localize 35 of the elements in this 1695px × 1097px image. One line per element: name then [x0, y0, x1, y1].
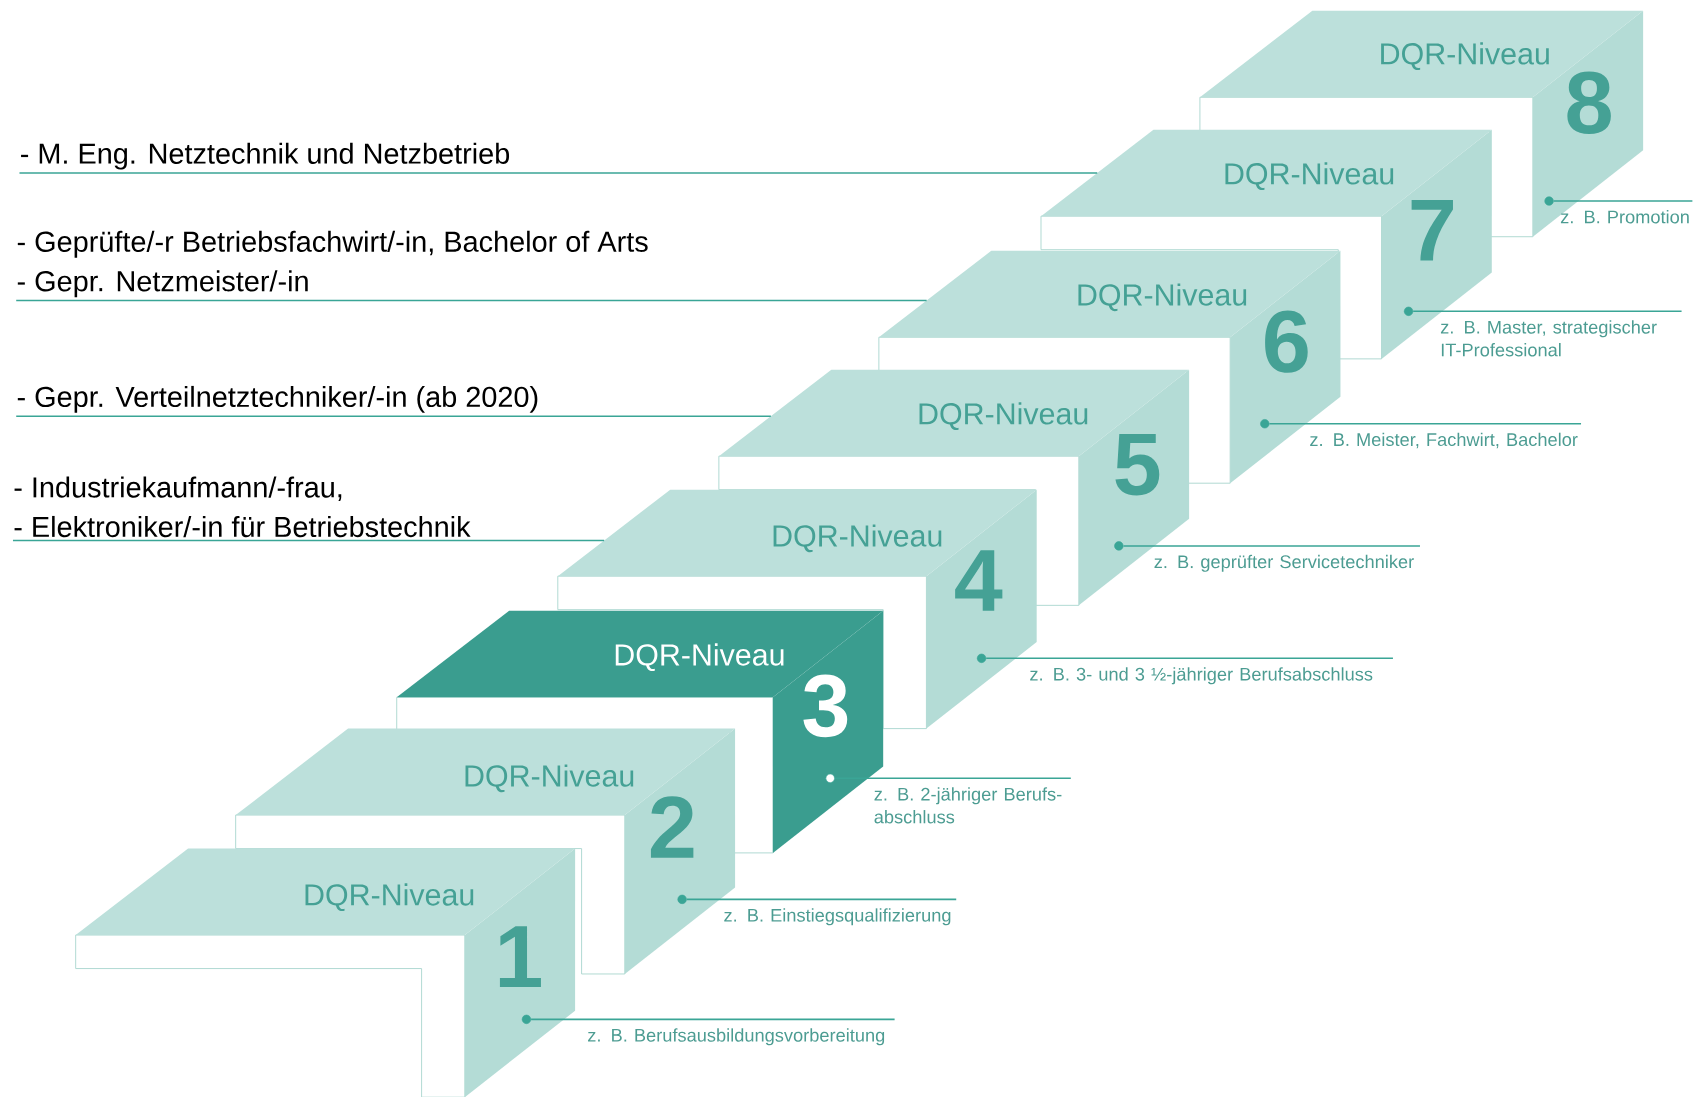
leader-line [1552, 200, 1694, 202]
leader-line [12, 539, 605, 542]
leader-line [15, 299, 928, 302]
node-label: 1 [499, 926, 541, 987]
example-text: z. B. 2-jähriger Berufs- abschluss [874, 787, 1062, 824]
node-label: 2 [650, 796, 694, 858]
example-text: z. B. Berufsausbildungsvorbereitung [588, 1028, 885, 1046]
leader-line [834, 777, 1072, 779]
node-label: DQR-Niveau [1078, 283, 1247, 312]
leader-line [530, 1018, 896, 1021]
example-text: z. B. geprüfter Servicetechniker [1154, 554, 1414, 572]
leader-line [1122, 545, 1421, 547]
example-text: z. B. 3- und 3 ½-jähriger Berufsabschluss [1030, 667, 1373, 685]
qualification-text: - Industriekaufmann/-frau, - Elektroniker/-in für Betriebstechnik [14, 476, 471, 538]
leader-line [985, 657, 1394, 659]
node-label: 6 [1265, 310, 1308, 373]
node-label: DQR-Niveau [919, 402, 1088, 430]
node-label: DQR-Niveau [1225, 162, 1394, 190]
leader-line [15, 415, 772, 417]
example-text: z. B. Master, strategischer IT-Professional [1440, 320, 1657, 357]
leader-line [18, 172, 1098, 174]
node-label: DQR-Niveau [465, 764, 634, 793]
leader-line [686, 898, 957, 901]
qualification-text: - M. Eng. Netztechnik und Netzbetrieb [21, 142, 510, 170]
leader-line [1412, 310, 1683, 312]
qualification-text: - Geprüfte/-r Betriebsfachwirt/-in, Bachelor of Arts - Gepr. Netzmeister/-in [17, 230, 648, 298]
leader-line [1268, 422, 1582, 425]
example-text: z. B. Promotion [1560, 209, 1689, 224]
node-label: DQR-Niveau [1381, 42, 1549, 70]
qualification-text: - Gepr. Verteilnetztechniker/-in (ab 2020) [17, 385, 538, 413]
example-text: z. B. Einstiegsqualifizierung [724, 908, 951, 926]
node-label: 5 [1115, 433, 1160, 496]
node-label: 7 [1411, 199, 1453, 261]
node-label: 8 [1567, 71, 1611, 134]
example-text: z. B. Meister, Fachwirt, Bachelor [1310, 432, 1578, 449]
